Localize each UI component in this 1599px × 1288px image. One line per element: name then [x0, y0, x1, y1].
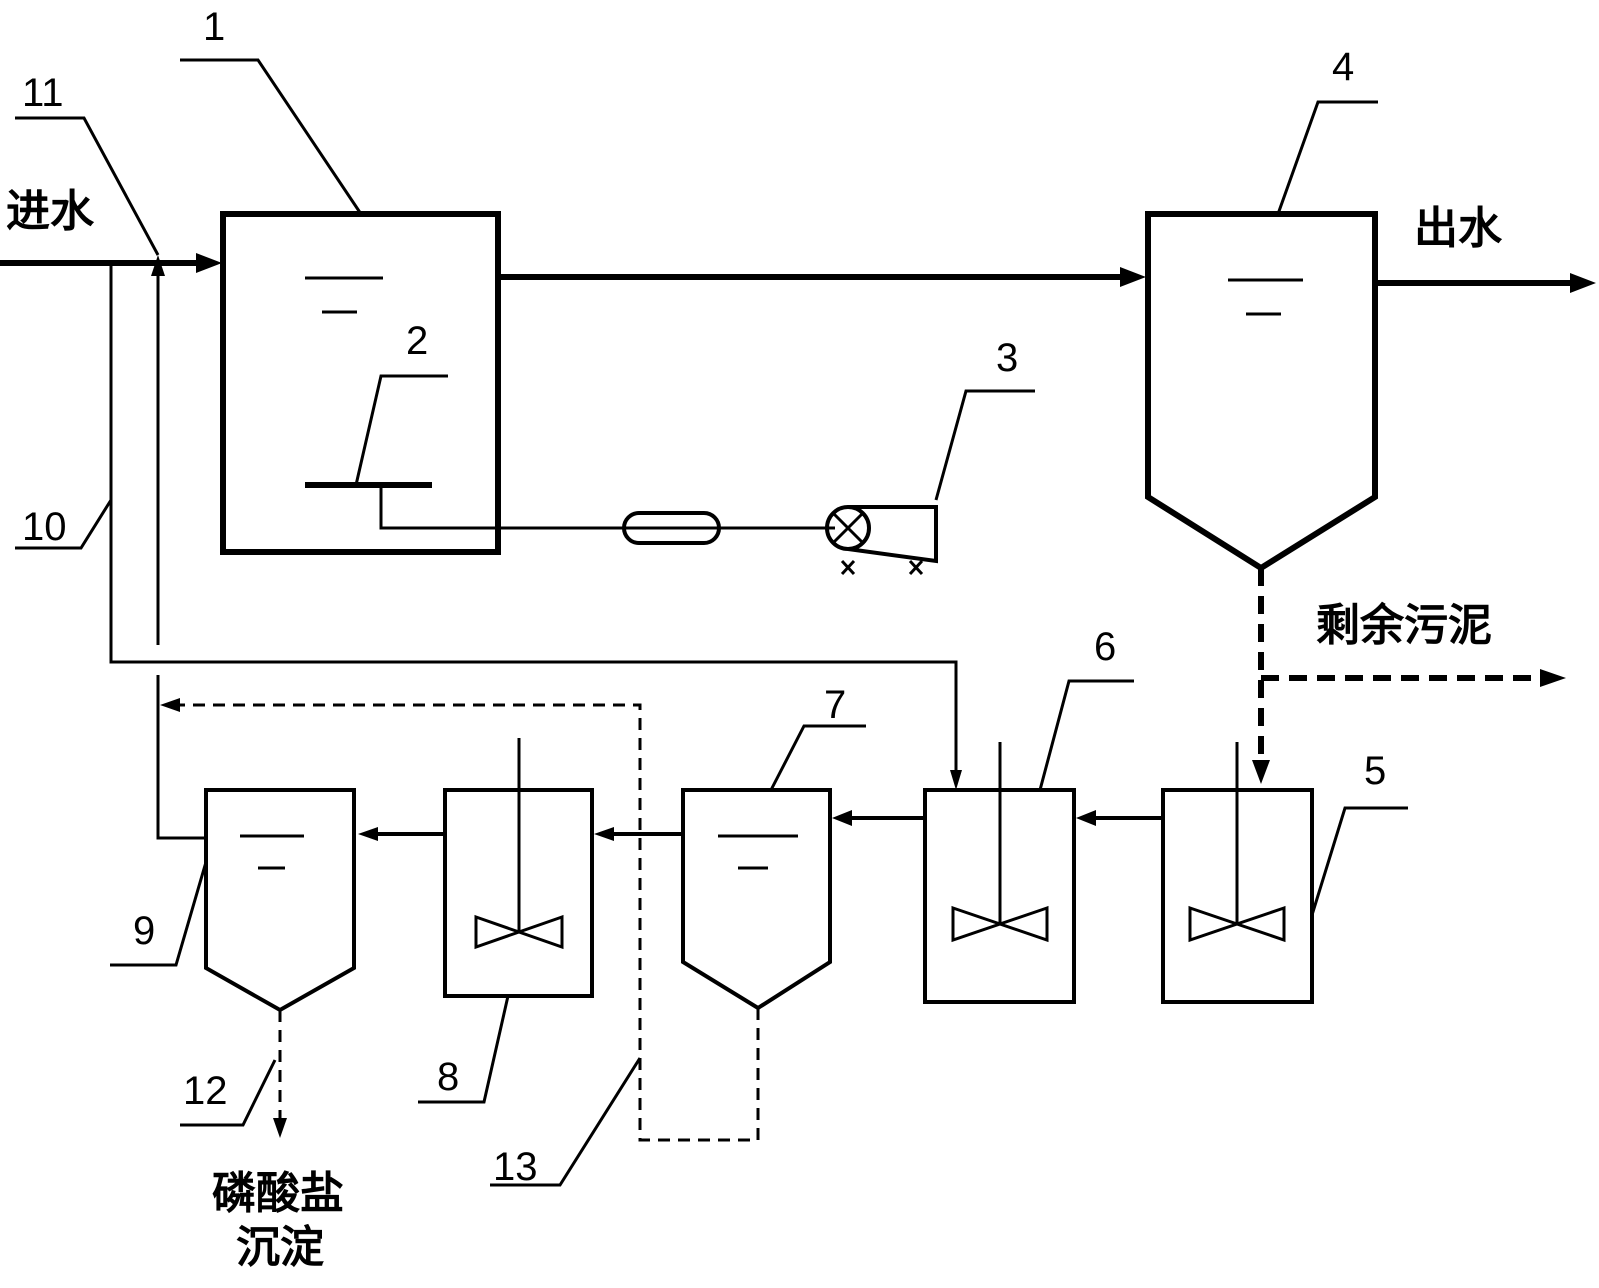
bypass-feed-pipe	[109, 263, 958, 772]
callout-5: 5	[1310, 749, 1408, 916]
svg-text:11: 11	[22, 71, 64, 115]
phosphate-label-line1: 磷酸盐	[212, 1168, 344, 1219]
svg-text:4: 4	[1332, 45, 1354, 89]
phosphate-label-line2: 沉淀	[236, 1222, 324, 1273]
svg-text:6: 6	[1094, 625, 1116, 669]
supernatant-return-pipe-lower	[156, 675, 206, 840]
outlet-pipe	[1375, 273, 1596, 293]
inlet-pipe	[0, 253, 222, 273]
settling-tank-9	[204, 788, 356, 1013]
stirrer-icon	[1188, 742, 1286, 943]
excess-sludge-label: 剩余污泥	[1316, 600, 1492, 651]
stirrer-icon	[474, 738, 564, 950]
blower-icon	[825, 505, 938, 576]
inlet-label: 进水	[6, 186, 95, 237]
outlet-label: 出水	[1414, 203, 1503, 254]
svg-text:3: 3	[996, 336, 1018, 380]
callout-8: 8	[418, 995, 510, 1104]
effluent-pipe-to-clarifier	[498, 267, 1146, 287]
svg-text:7: 7	[824, 683, 846, 727]
sludge-recycle-pipe	[178, 703, 760, 1142]
callout-1: 1	[180, 5, 363, 215]
water-level-icon	[240, 834, 304, 870]
svg-text:13: 13	[493, 1145, 538, 1189]
stirrer-icon	[951, 742, 1049, 943]
callout-6: 6	[1038, 625, 1134, 791]
settling-tank-7	[681, 788, 832, 1011]
svg-text:9: 9	[133, 909, 155, 953]
svg-text:2: 2	[406, 319, 428, 363]
water-level-icon	[718, 834, 798, 870]
secondary-clarifier	[1145, 211, 1378, 572]
callout-9: 9	[110, 861, 208, 967]
callout-4: 4	[1276, 45, 1378, 215]
callout-13: 13	[490, 1057, 642, 1189]
svg-text:5: 5	[1364, 749, 1386, 793]
callout-10: 10	[15, 499, 113, 550]
callout-11: 11	[15, 71, 160, 256]
water-level-icon	[305, 276, 383, 314]
callout-7: 7	[769, 683, 866, 791]
callout-3: 3	[934, 336, 1035, 501]
air-pipe	[379, 485, 835, 530]
flowmeter-icon	[622, 511, 721, 545]
svg-text:1: 1	[203, 5, 225, 49]
callout-12: 12	[180, 1059, 277, 1127]
callout-2: 2	[354, 319, 448, 486]
aeration-tank	[220, 211, 501, 555]
svg-text:8: 8	[437, 1055, 459, 1099]
water-level-icon	[1228, 278, 1303, 316]
svg-text:10: 10	[22, 505, 67, 549]
svg-text:12: 12	[183, 1069, 228, 1113]
